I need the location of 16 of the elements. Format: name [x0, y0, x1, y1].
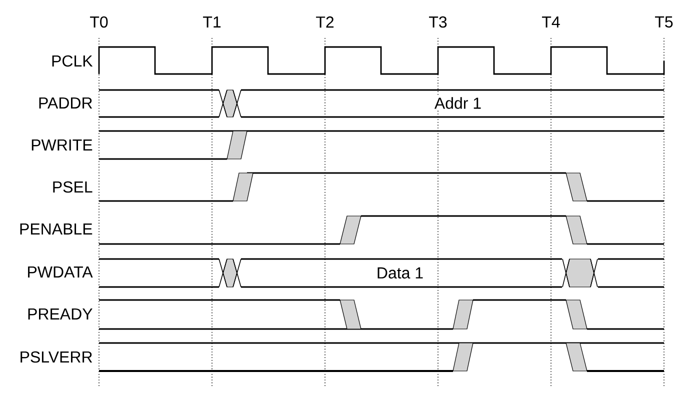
time-label: T0 — [90, 16, 108, 28]
time-label: T1 — [203, 16, 221, 28]
signal-label: PREADY — [28, 308, 92, 320]
bus-value-label: Addr 1 — [433, 96, 483, 110]
signal-label: PSLVERR — [20, 351, 92, 363]
signal-label: PADDR — [39, 98, 92, 108]
signal-label: PCLK — [52, 55, 93, 67]
signal-label: PSEL — [53, 181, 92, 193]
time-label: T3 — [429, 16, 447, 28]
signal-label: PWRITE — [32, 140, 92, 150]
time-label: T4 — [542, 16, 560, 28]
bus-value-label: Data 1 — [375, 266, 425, 280]
signal-label: PENABLE — [20, 223, 92, 234]
signal-label: PWDATA — [28, 266, 93, 278]
time-label: T2 — [316, 16, 334, 28]
time-label: T5 — [655, 16, 673, 28]
